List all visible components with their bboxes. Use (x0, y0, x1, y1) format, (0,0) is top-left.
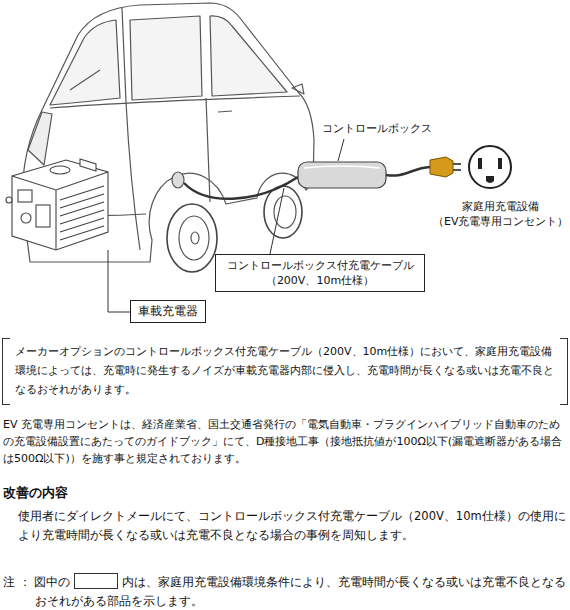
marker-box-symbol (74, 573, 118, 589)
box-text: メーカーオプションのコントロールボックス付充電ケーブル（200V、10m仕様）に… (15, 342, 555, 399)
charging-cable (184, 157, 461, 199)
box-text: コントロールボックス付充電ケーブル （200V、10m仕様） (222, 258, 418, 288)
leader-line (108, 250, 130, 312)
leader-line (270, 188, 284, 254)
bracket-note-box: メーカーオプションのコントロールボックス付充電ケーブル（200V、10m仕様）に… (2, 338, 568, 405)
section-heading: 改善の内容 (3, 485, 68, 501)
note-text: 内は、家庭用充電設備環境条件により、充電時間が長くなる或いは充電不良となるおそれ… (35, 575, 566, 608)
part-callout-box: 車載充電器 (130, 300, 206, 323)
note-text: EV 充電専用コンセントは、経済産業省、国土交通省発行の「電気自動車・プラグイン… (3, 416, 567, 467)
part-callout-box: コントロールボックス付充電ケーブル （200V、10m仕様） (215, 254, 425, 292)
ev-outlet (469, 146, 511, 188)
body-text: 使用者にダイレクトメールにて、コントロールボックス付充電ケーブル（200V、10… (18, 507, 566, 545)
part-label: （EV充電専用コンセント） (433, 214, 568, 229)
box-text: 車載充電器 (138, 304, 198, 319)
note-text: 注 ： 図中の (3, 575, 70, 589)
leader-line (338, 139, 344, 161)
part-label: コントロールボックス (322, 121, 432, 136)
part-label: 家庭用充電設備 (462, 199, 539, 214)
onboard-charger (6, 159, 108, 250)
note-block: 注 ： 図中の内は、家庭用充電設備環境条件により、充電時間が長くなる或いは充電不… (3, 573, 567, 610)
